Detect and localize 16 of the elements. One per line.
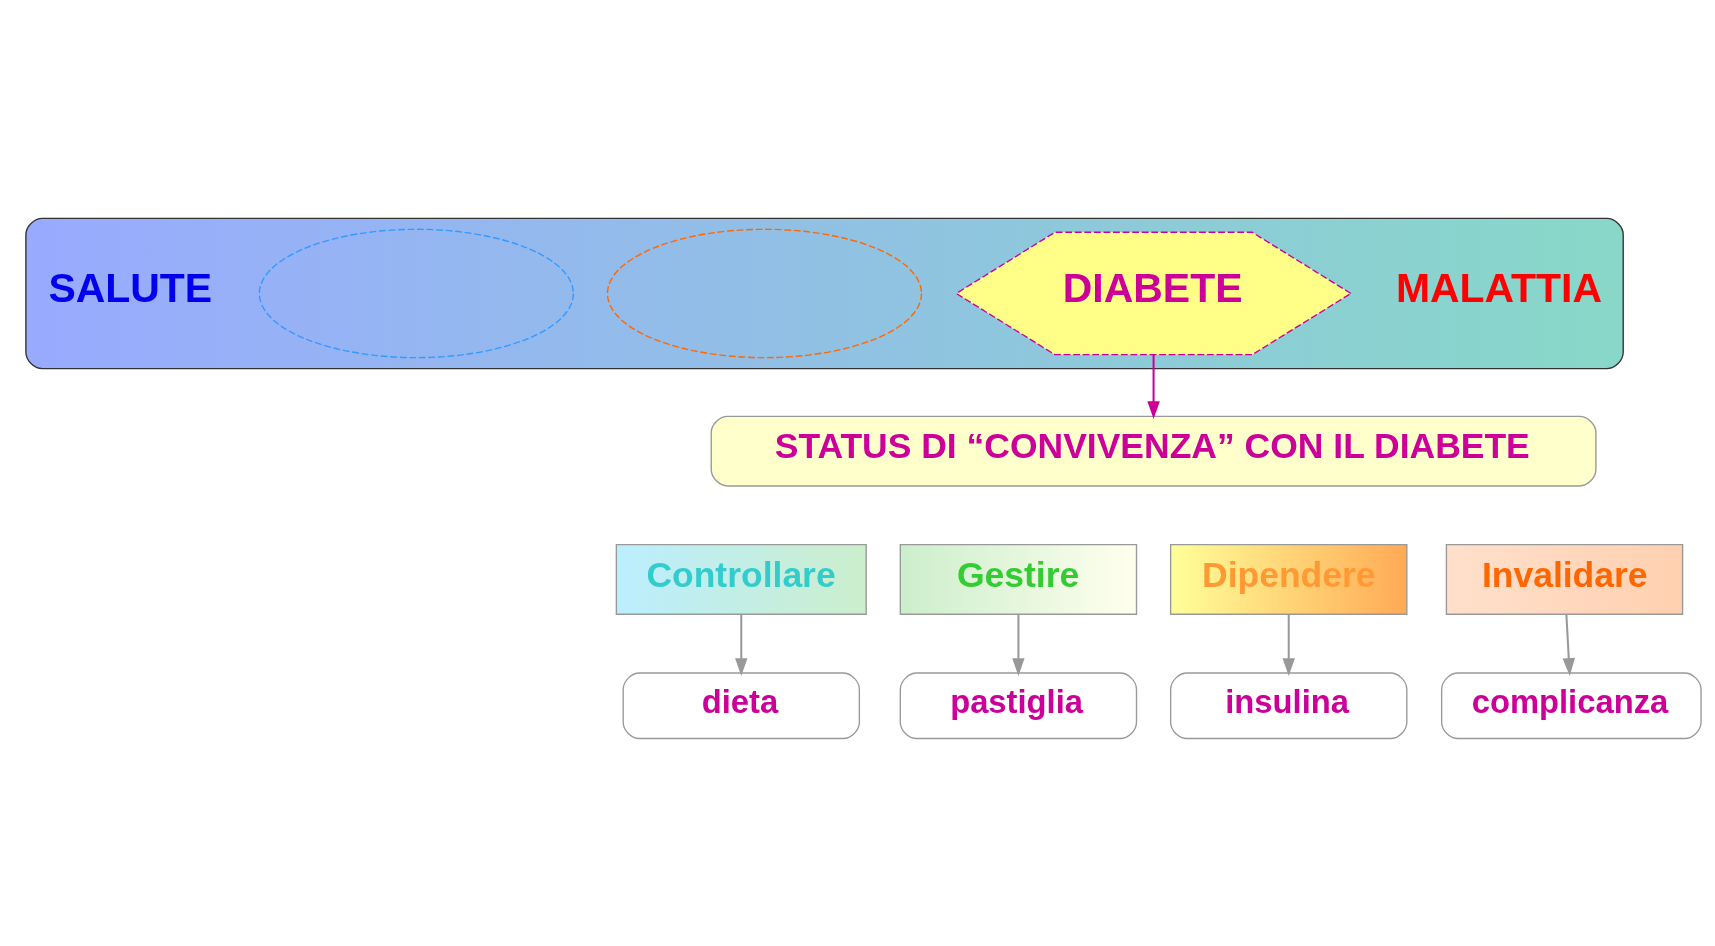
arrow (1011, 614, 1025, 676)
arrow (1562, 614, 1575, 676)
arrow (1146, 354, 1160, 420)
node-box: insulina (1169, 672, 1407, 740)
node-box: Gestire (899, 544, 1137, 615)
arrow (734, 614, 747, 676)
node-box: dieta (622, 672, 860, 740)
node-ellipse (258, 228, 574, 359)
arrow (1282, 614, 1295, 676)
node-box: complicanza (1440, 672, 1702, 740)
node-box: pastiglia (899, 672, 1137, 740)
node-box: Invalidare (1445, 544, 1683, 615)
node-box: STATUS DI “CONVIVENZA” CON IL DIABETE (710, 415, 1597, 487)
node-ellipse (606, 228, 922, 359)
node-box: Controllare (615, 544, 867, 615)
node-box: Dipendere (1169, 544, 1407, 615)
